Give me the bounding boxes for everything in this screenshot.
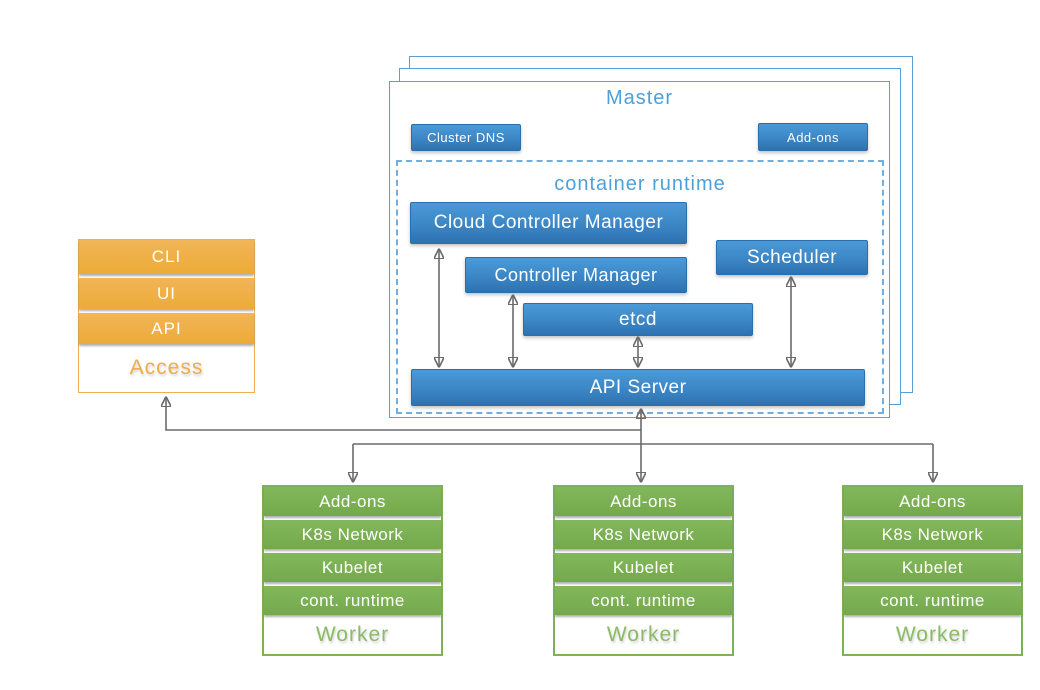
worker1-bar-cont-runtime: cont. runtime [264, 586, 441, 615]
worker1-bar-kubelet: Kubelet [264, 553, 441, 582]
etcd-box: etcd [523, 303, 753, 336]
worker3-bar-addons: Add-ons [844, 487, 1021, 516]
worker-node-1: Add-ons K8s Network Kubelet cont. runtim… [262, 485, 443, 656]
worker3-title: Worker [895, 622, 970, 646]
worker-node-3: Add-ons K8s Network Kubelet cont. runtim… [842, 485, 1023, 656]
access-bar-api: API [79, 313, 254, 344]
cluster-dns-box: Cluster DNS [411, 124, 521, 151]
worker1-title: Worker [315, 622, 390, 646]
access-box: CLI UI API Access [78, 239, 255, 393]
access-title: Access [129, 356, 204, 379]
worker3-bar-kubelet: Kubelet [844, 553, 1021, 582]
access-bar-cli: CLI [79, 240, 254, 274]
worker1-bar-k8s-network: K8s Network [264, 520, 441, 549]
master-title: Master [605, 86, 674, 109]
worker3-bar-cont-runtime: cont. runtime [844, 586, 1021, 615]
worker2-bar-k8s-network: K8s Network [555, 520, 732, 549]
worker1-bar-addons: Add-ons [264, 487, 441, 516]
cloud-controller-manager-box: Cloud Controller Manager [410, 202, 687, 244]
worker2-bar-kubelet: Kubelet [555, 553, 732, 582]
api-server-box: API Server [411, 369, 865, 406]
access-bar-ui: UI [79, 278, 254, 309]
controller-manager-box: Controller Manager [465, 257, 687, 293]
worker2-bar-addons: Add-ons [555, 487, 732, 516]
worker3-bar-k8s-network: K8s Network [844, 520, 1021, 549]
scheduler-box: Scheduler [716, 240, 868, 275]
master-addons-box: Add-ons [758, 123, 868, 151]
container-runtime-title: container runtime [554, 172, 726, 195]
worker2-title: Worker [606, 622, 681, 646]
worker2-bar-cont-runtime: cont. runtime [555, 586, 732, 615]
worker-node-2: Add-ons K8s Network Kubelet cont. runtim… [553, 485, 734, 656]
